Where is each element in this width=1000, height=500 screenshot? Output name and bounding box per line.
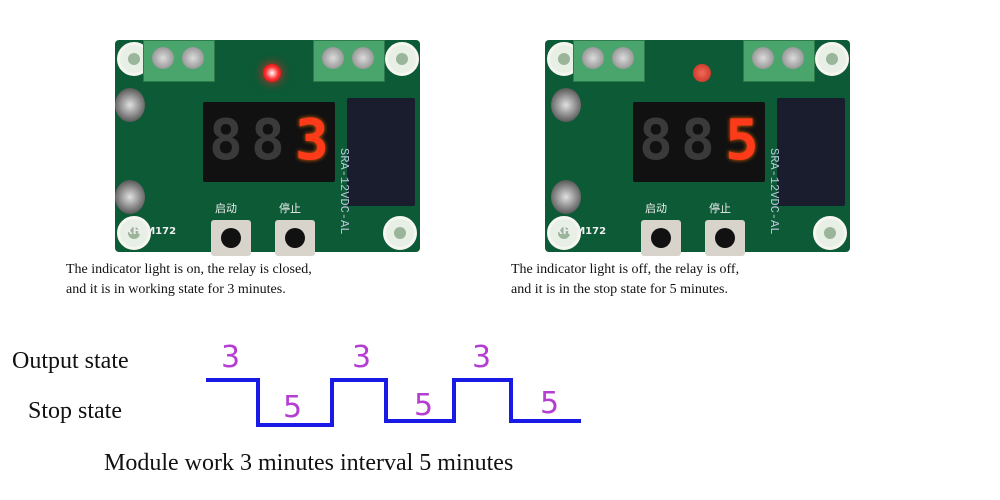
seven-segment-display: 8 8 3 bbox=[203, 102, 335, 182]
segment-minutes: 3 bbox=[352, 340, 372, 375]
capacitor bbox=[551, 88, 581, 122]
screw-terminal-input bbox=[143, 40, 215, 82]
indicator-led-off bbox=[693, 64, 711, 82]
mount-hole bbox=[815, 42, 849, 76]
mount-hole bbox=[813, 216, 847, 250]
stop-state-label: Stop state bbox=[28, 398, 122, 424]
mount-hole bbox=[547, 216, 581, 250]
mount-hole bbox=[383, 216, 417, 250]
capacitor bbox=[115, 88, 145, 122]
segment-minutes: 5 bbox=[540, 386, 560, 421]
display-digit: 5 bbox=[725, 108, 759, 173]
mount-hole bbox=[385, 42, 419, 76]
capacitor bbox=[115, 180, 145, 214]
display-digit: 3 bbox=[295, 108, 329, 173]
capacitor bbox=[551, 180, 581, 214]
segment-minutes: 3 bbox=[221, 340, 241, 375]
model-label: XH-M172 bbox=[555, 226, 607, 237]
screw-terminal-input bbox=[573, 40, 645, 82]
output-state-label: Output state bbox=[12, 348, 129, 374]
summary-text: Module work 3 minutes interval 5 minutes bbox=[104, 450, 514, 476]
seven-segment-display: 8 8 5 bbox=[633, 102, 765, 182]
caption-stopped: The indicator light is off, the relay is… bbox=[511, 262, 740, 297]
segment-minutes: 5 bbox=[414, 388, 434, 423]
start-label: 启动 bbox=[645, 202, 667, 215]
stop-label: 停止 bbox=[709, 202, 731, 215]
screw-terminal-output bbox=[313, 40, 385, 82]
screw-terminal-output bbox=[743, 40, 815, 82]
stop-button bbox=[275, 220, 315, 256]
relay: SRA-12VDC-AL bbox=[337, 98, 415, 234]
start-label: 启动 bbox=[215, 202, 237, 215]
segment-minutes: 3 bbox=[472, 340, 492, 375]
caption-working: The indicator light is on, the relay is … bbox=[66, 262, 312, 297]
relay-module-working: 8 8 3 SRA-12VDC-AL 启动 停止 XH-M172 bbox=[115, 40, 420, 256]
stop-button bbox=[705, 220, 745, 256]
indicator-led-on bbox=[263, 64, 281, 82]
relay: SRA-12VDC-AL bbox=[767, 98, 845, 234]
start-button bbox=[641, 220, 681, 256]
stop-label: 停止 bbox=[279, 202, 301, 215]
model-label: XH-M172 bbox=[125, 226, 177, 237]
start-button bbox=[211, 220, 251, 256]
mount-hole bbox=[117, 216, 151, 250]
segment-minutes: 5 bbox=[283, 390, 303, 425]
relay-module-stopped: 8 8 5 SRA-12VDC-AL 启动 停止 XH-M172 bbox=[545, 40, 850, 256]
